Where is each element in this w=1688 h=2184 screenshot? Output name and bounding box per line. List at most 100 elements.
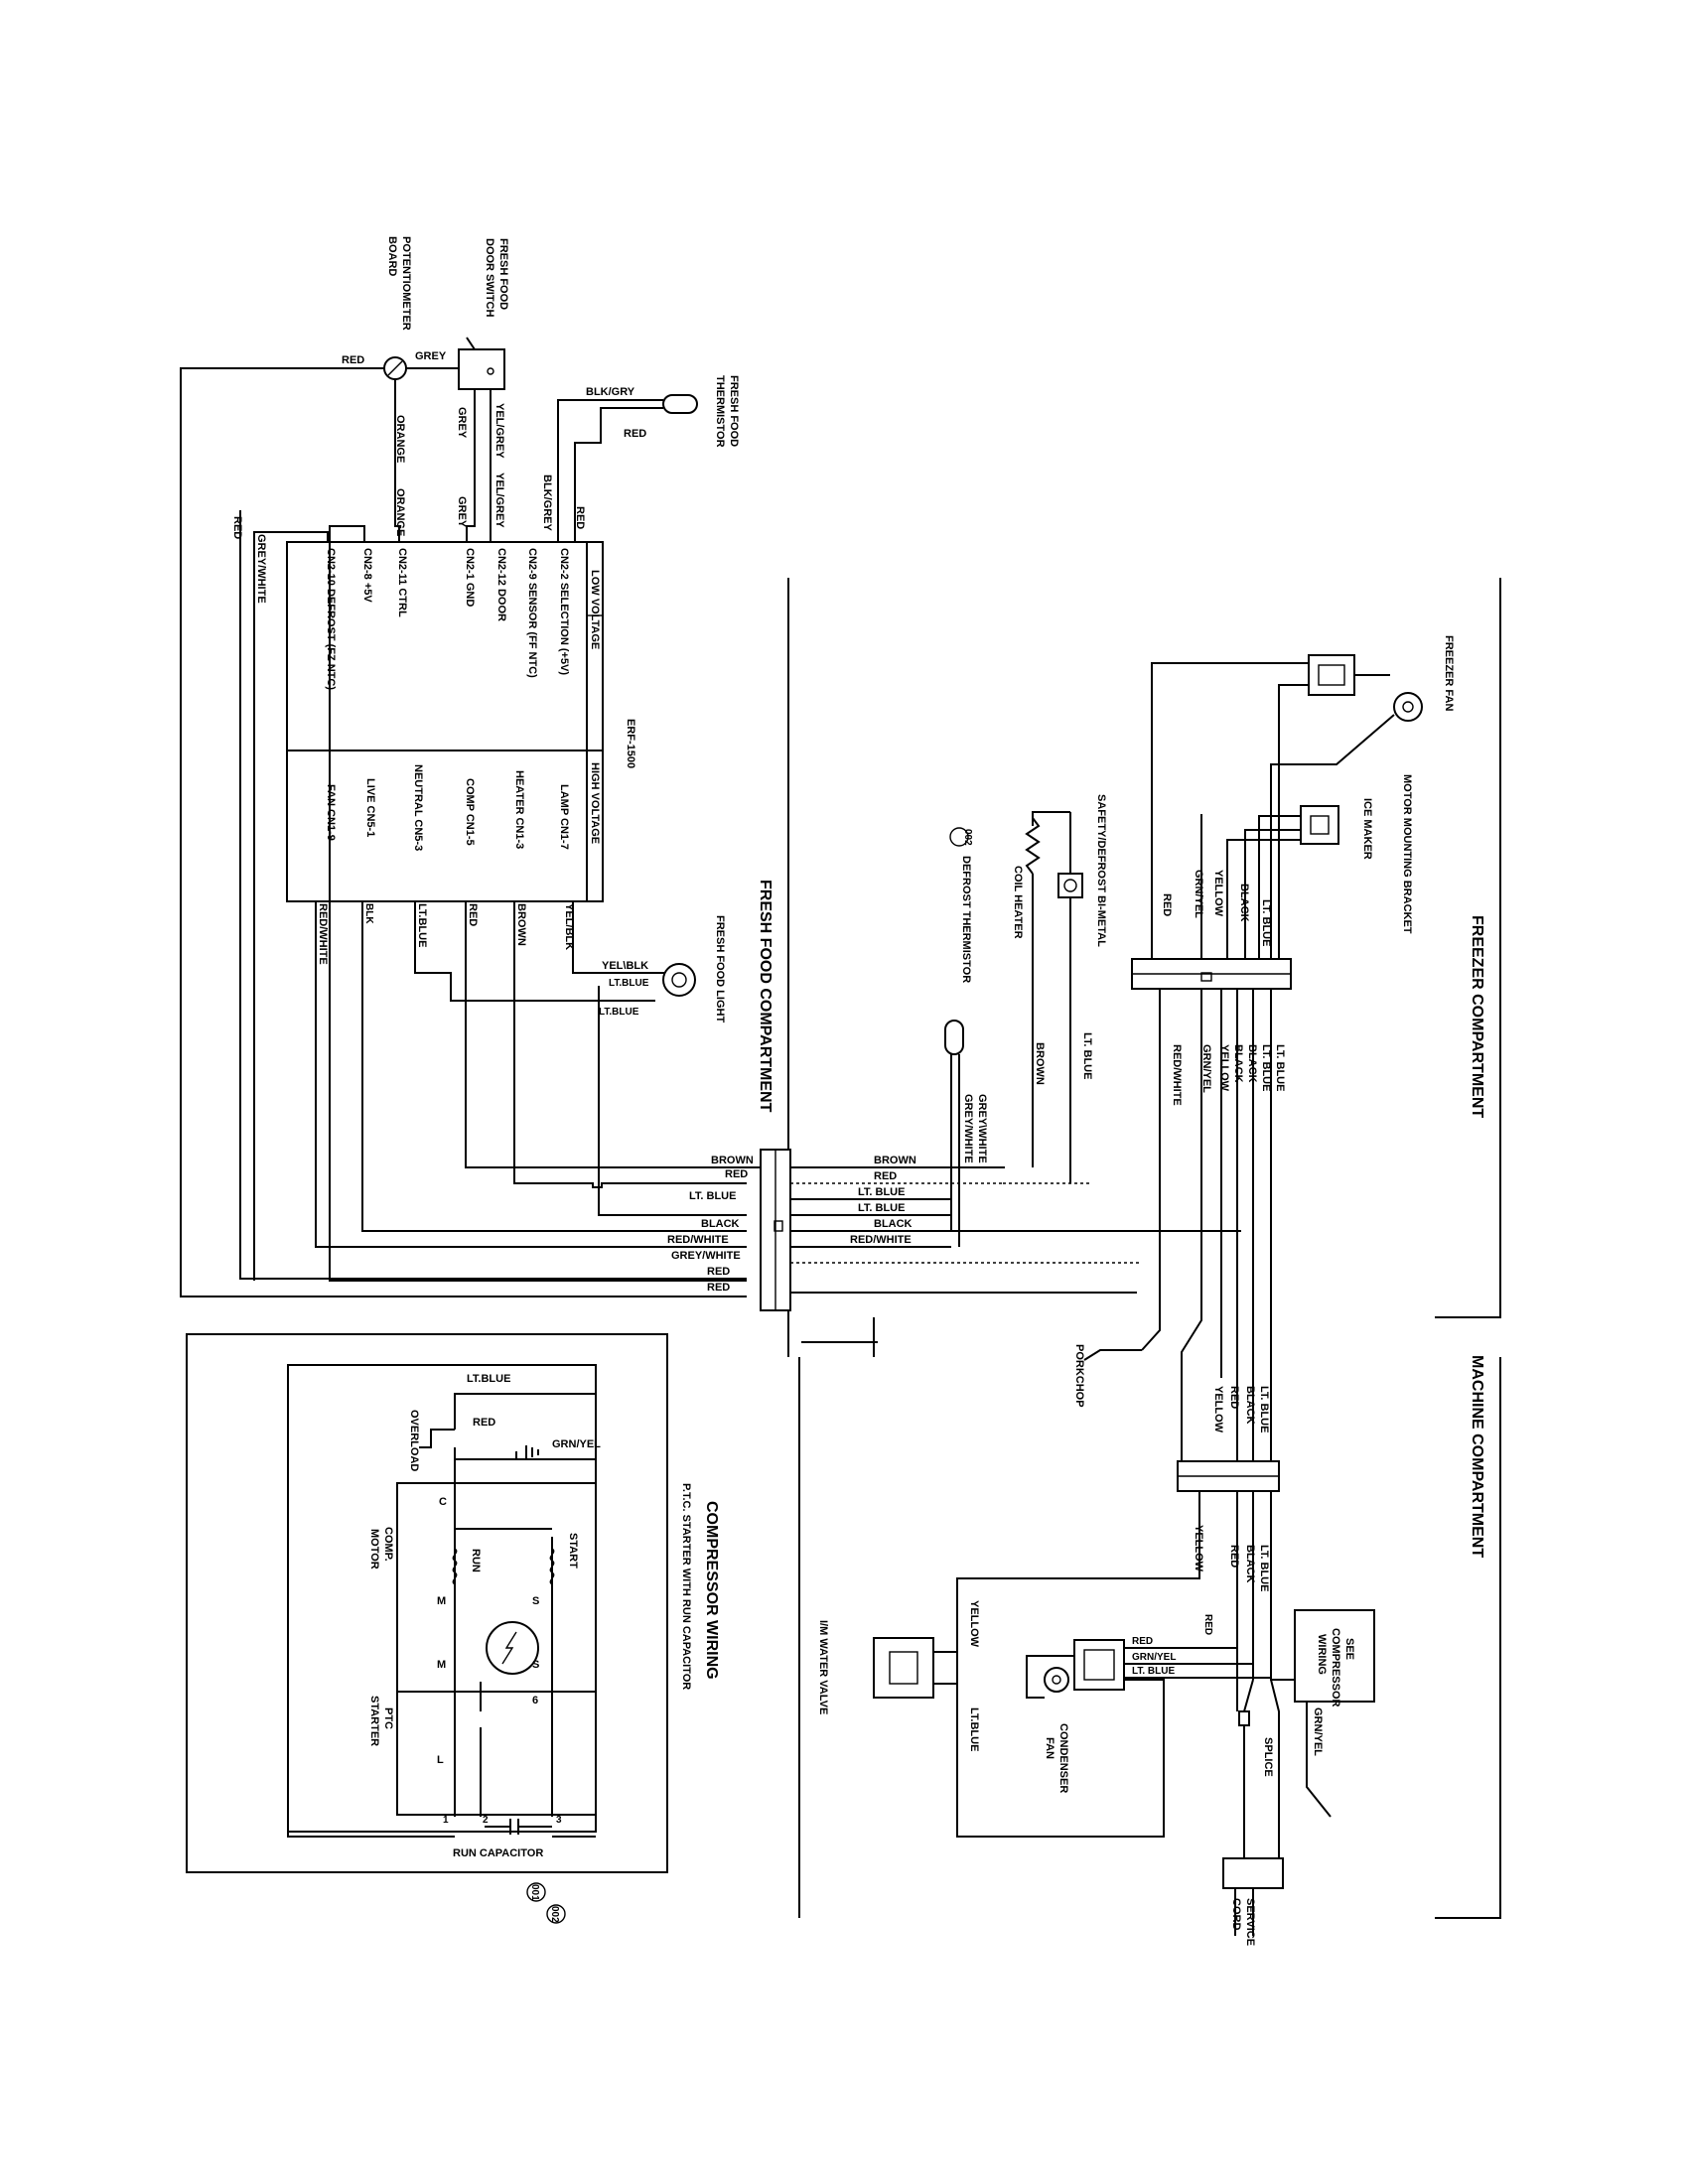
condenser-fan-label-2: FAN — [1044, 1737, 1055, 1759]
terminal-two: 2 — [483, 1815, 489, 1826]
machine-connector — [956, 1378, 1295, 1709]
wire-label-lt-blue-f2: LT. BLUE — [1274, 1044, 1286, 1091]
fresh-food-light-label: FRESH FOOD LIGHT — [714, 915, 726, 1023]
wire-label-yellow-f2: YELLOW — [1218, 1044, 1230, 1092]
wire-label-red-v: RED — [574, 506, 586, 529]
water-valve-label: I/M WATER VALVE — [817, 1620, 829, 1714]
see-compressor-box — [1294, 1609, 1375, 1703]
wire-label-orange-1: ORANGE — [394, 415, 406, 463]
board-high-voltage-header: HIGH VOLTAGE — [589, 762, 601, 844]
terminal-l: L — [437, 1754, 444, 1766]
freezer-downstream-wires — [1141, 989, 1272, 1378]
terminal-six: 6 — [532, 1695, 538, 1706]
wire-label-grey-white-dt2: GREY\WHITE — [976, 1094, 988, 1163]
wire-label-yel-grey-2: YEL/GREY — [493, 473, 505, 528]
wire-label-grey-top: GREY — [415, 350, 447, 362]
terminal-m: M — [437, 1595, 446, 1607]
freezer-connector — [1131, 958, 1292, 990]
ice-maker — [1200, 805, 1339, 959]
pin-lamp-cn1-7: LAMP CN1-7 — [558, 784, 570, 850]
callout-002-bottom — [546, 1904, 566, 1924]
wire-label-yel-blk-v: YEL/BLK — [563, 903, 575, 950]
grn-yel-comp-label: GRN/YEL — [552, 1438, 601, 1450]
ptc-starter-label-1: PTC — [382, 1707, 394, 1729]
wire-label-red-pot: RED — [342, 354, 364, 366]
fresh-food-thermistor-label-2: THERMISTOR — [714, 375, 726, 448]
wire-label-brown-r: BROWN — [874, 1155, 916, 1166]
pin-cn2-8: CN2-8 +5V — [361, 548, 373, 603]
wire-label-black-f1: BLACK — [1238, 884, 1250, 922]
wire-label-grn-yel-sp: GRN/YEL — [1312, 1707, 1324, 1756]
left-harness-wires — [239, 510, 747, 1282]
wire-label-yel-grey-1: YEL/GREY — [493, 403, 505, 459]
pin-cn2-1: CN2-1 GND — [464, 548, 476, 607]
see-compressor-label-3: WIRING — [1316, 1634, 1328, 1675]
wire-label-black-m1: BLACK — [1244, 1386, 1256, 1425]
pin-heater-cn1-3: HEATER CN1-3 — [513, 770, 525, 849]
wire-label-lt-blue-l: LT. BLUE — [689, 1190, 736, 1202]
wire-label-grn-yel-f1: GRN/YEL — [1193, 870, 1204, 918]
pin-live-cn5-1: LIVE CN5-1 — [364, 778, 376, 837]
wire-label-red-therm: RED — [624, 428, 646, 440]
wire-label-red-cf: RED — [1132, 1636, 1153, 1647]
board-model: ERF-1500 — [625, 719, 636, 768]
high-voltage-pins: LAMP CN1-7 HEATER CN1-3 COMP CN1-5 NEUTR… — [325, 764, 570, 851]
freezer-compartment-title: FREEZER COMPARTMENT — [1469, 915, 1485, 1118]
defrost-thermistor-label: DEFROST THERMISTOR — [960, 856, 972, 983]
wire-label-red-l2: RED — [707, 1266, 730, 1278]
porkchop-label: PORKCHOP — [1073, 1344, 1085, 1408]
fresh-food-light — [662, 963, 696, 997]
door-switch-label-1: FRESH FOOD — [497, 238, 509, 310]
wire-label-red-m3: RED — [1202, 1614, 1213, 1635]
condenser-fan-label-1: CONDENSER — [1057, 1723, 1069, 1793]
ptc-starter-label-2: STARTER — [368, 1696, 380, 1746]
potentiometer-label-1: POTENTIOMETER — [400, 236, 412, 331]
compressor-subtitle: P.T.C. STARTER WITH RUN CAPACITOR — [680, 1483, 692, 1690]
fresh-food-door-switch — [458, 337, 505, 542]
comp-motor-label-1: COMP. — [382, 1527, 394, 1562]
pin-comp-cn1-5: COMP CN1-5 — [464, 778, 476, 846]
wire-label-grey-white-dt: GREY/WHITE — [962, 1094, 974, 1163]
wire-label-red-l3: RED — [707, 1282, 730, 1294]
porkchop-ground — [1083, 1349, 1142, 1361]
wire-label-brown-l: BROWN — [711, 1155, 754, 1166]
pin-cn2-11: CN2-11 CTRL — [396, 548, 408, 617]
fresh-food-thermistor — [557, 394, 698, 542]
lt-blue-comp-label: LT.BLUE — [467, 1373, 510, 1385]
wire-label-blk-v: BLK — [363, 903, 374, 924]
machine-compartment-title: MACHINE COMPARTMENT — [1469, 1355, 1485, 1558]
wire-label-lt-blue-wv: LT.BLUE — [968, 1707, 980, 1751]
door-switch-label-2: DOOR SWITCH — [484, 238, 495, 317]
wire-label-lt-blue-r2: LT. BLUE — [858, 1202, 905, 1214]
freezer-fan-label: FREEZER FAN — [1443, 635, 1455, 711]
callout-001 — [526, 1882, 546, 1902]
wire-label-grey-white-left: GREY/WHITE — [255, 534, 267, 604]
wire-label-yellow-wv: YELLOW — [968, 1600, 980, 1648]
high-voltage-harness — [315, 901, 747, 1248]
safety-bimetal — [1057, 812, 1083, 1183]
wire-label-lt-blue-light2: LT.BLUE — [599, 1007, 639, 1018]
wire-label-red-white-f2: RED/WHITE — [1171, 1044, 1183, 1106]
bimetal-label: SAFETY/DEFROST BI-METAL — [1095, 794, 1107, 947]
wire-label-brown-heater: BROWN — [1034, 1042, 1046, 1085]
wire-label-grey-1: GREY — [456, 407, 468, 439]
comp-motor-label-2: MOTOR — [368, 1529, 380, 1570]
condenser-fan — [1026, 1639, 1271, 1699]
wire-label-red-m2: RED — [1228, 1545, 1240, 1568]
main-connector — [747, 1149, 791, 1311]
service-cord-label-2: CORD — [1230, 1898, 1242, 1930]
wire-label-black-l: BLACK — [701, 1218, 740, 1230]
wire-label-grey-white-l: GREY/WHITE — [671, 1250, 741, 1262]
wire-label-black-f3: BLACK — [1232, 1044, 1244, 1083]
terminal-c: C — [439, 1496, 447, 1508]
wire-label-red-left: RED — [231, 516, 243, 539]
splice — [1236, 1679, 1332, 1858]
control-board — [286, 541, 604, 902]
wire-label-yellow-f1: YELLOW — [1212, 870, 1224, 917]
wire-label-red-white-l: RED/WHITE — [667, 1234, 729, 1246]
wire-label-lt-blue-heater: LT. BLUE — [1081, 1032, 1093, 1079]
motor-bracket-label: MOTOR MOUNTING BRACKET — [1401, 774, 1413, 934]
wire-label-red-r: RED — [874, 1170, 897, 1182]
compressor-title: COMPRESSOR WIRING — [703, 1501, 720, 1680]
pin-cn2-2: CN2-2 SELECTION (+5V) — [558, 548, 570, 675]
